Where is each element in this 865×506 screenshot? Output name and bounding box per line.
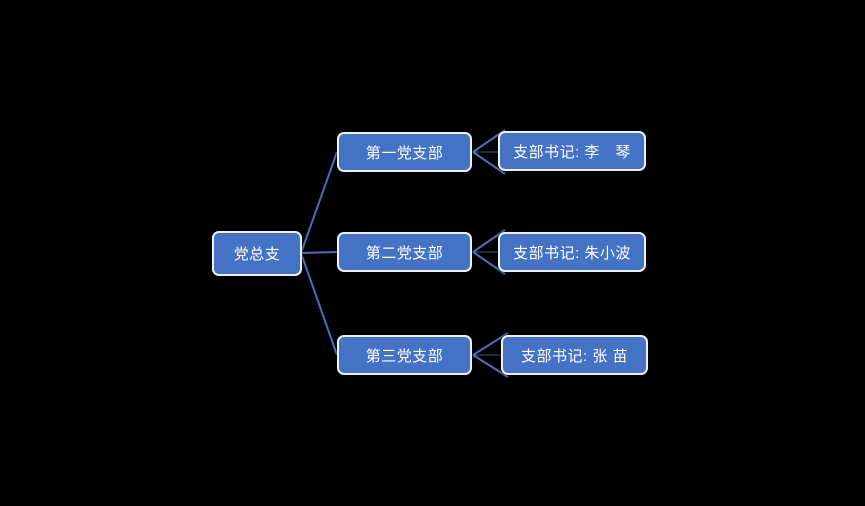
node-secretary-2[interactable]: 支部书记: 朱小波 [498,232,646,272]
connector-line [300,151,338,254]
connector-line [300,251,338,254]
node-secretary-1[interactable]: 支部书记: 李 琴 [498,131,646,171]
node-root[interactable]: 党总支 [212,231,302,276]
connector-line [300,252,338,356]
node-secretary-3[interactable]: 支部书记: 张 苗 [501,335,648,375]
node-branch-2[interactable]: 第二党支部 [337,232,472,272]
node-branch-1[interactable]: 第一党支部 [337,132,472,172]
node-branch-3[interactable]: 第三党支部 [337,335,472,375]
arrowhead-line [472,151,506,175]
arrowhead-line [472,354,509,378]
